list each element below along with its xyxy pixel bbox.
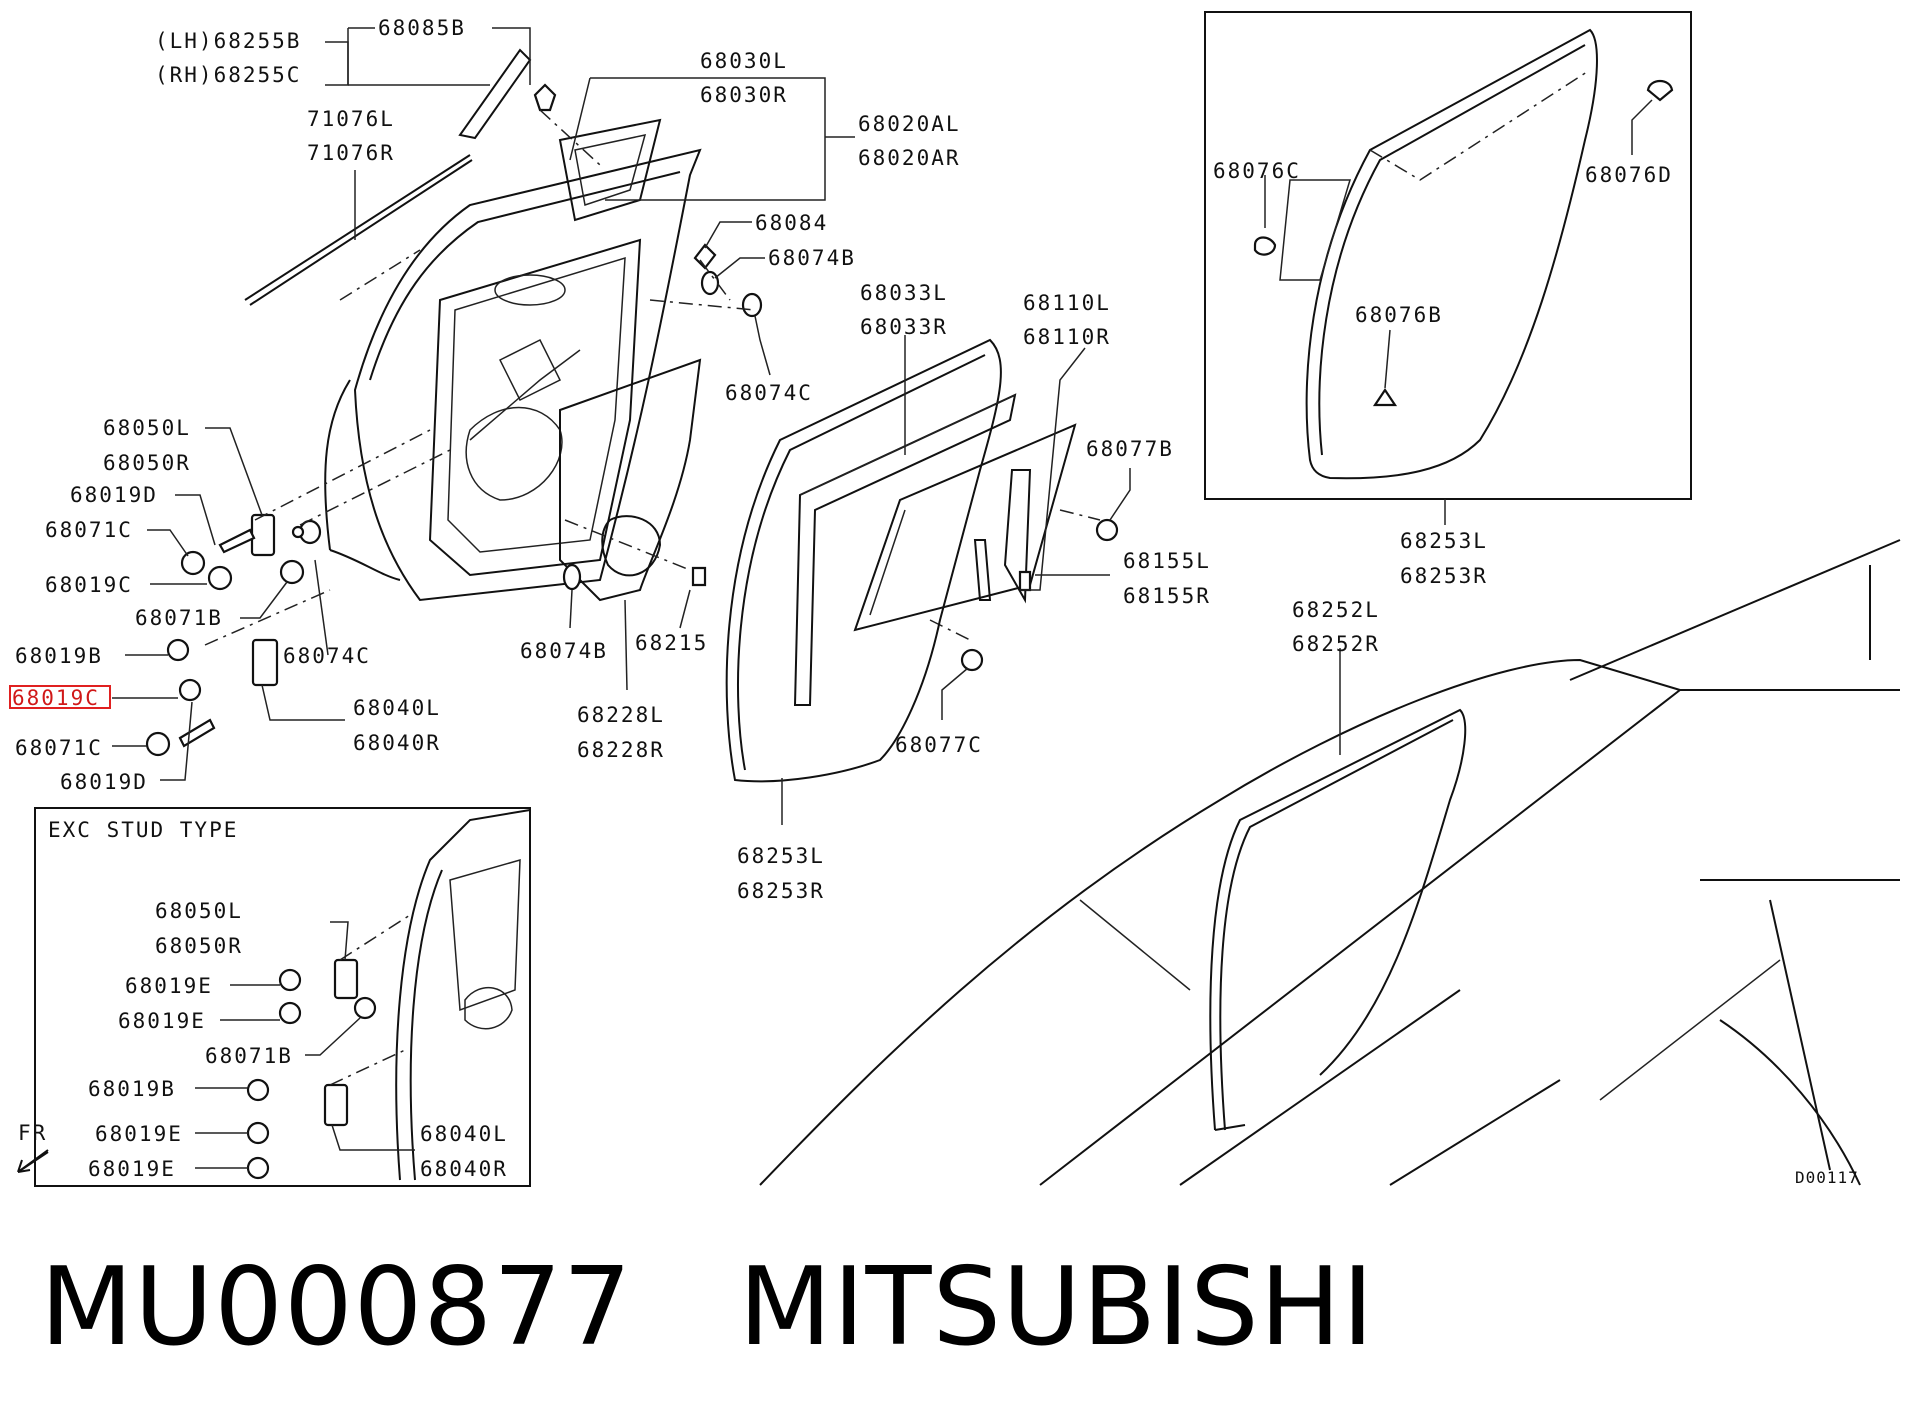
label-68071c-low: 68071C	[15, 736, 103, 760]
exc-stud-door-drawing	[246, 809, 531, 1181]
label-68071c: 68071C	[45, 518, 133, 542]
part-number: MU000877	[40, 1245, 633, 1370]
label-68020al: 68020AL	[858, 112, 961, 136]
front-direction-arrow-icon	[17, 1149, 49, 1173]
leader-lines	[112, 27, 1653, 1169]
label-68071b: 68071B	[135, 606, 223, 630]
label-68252r: 68252R	[1292, 632, 1380, 656]
label-68030r: 68030R	[700, 83, 788, 107]
label-68084: 68084	[755, 211, 828, 235]
label-68019d: 68019D	[70, 483, 158, 507]
label-68077b: 68077B	[1086, 437, 1174, 461]
label-exc-68050r: 68050R	[155, 934, 243, 958]
label-68019b: 68019B	[15, 644, 103, 668]
body-outline-drawing	[759, 539, 1901, 1186]
label-exc-68019e-4: 68019E	[88, 1157, 176, 1181]
label-68253r-mid: 68253R	[737, 879, 825, 903]
label-71076l: 71076L	[307, 107, 395, 131]
label-68050r: 68050R	[103, 451, 191, 475]
label-71076r: 71076R	[307, 141, 395, 165]
label-68076d: 68076D	[1585, 163, 1673, 187]
label-rh-68255c: (RH)68255C	[155, 63, 301, 87]
label-lh-68255b: (LH)68255B	[155, 29, 301, 53]
label-exc-68040r: 68040R	[420, 1157, 508, 1181]
footer-caption: MU000877 MITSUBISHI	[40, 1245, 1375, 1370]
inset-box-weatherstrip	[1204, 11, 1692, 500]
label-68077c: 68077C	[895, 733, 983, 757]
highlight-box-68019c	[9, 685, 111, 709]
label-exc-68050l: 68050L	[155, 899, 243, 923]
label-68019c: 68019C	[45, 573, 133, 597]
label-diagram-code: D00117	[1795, 1168, 1859, 1187]
label-68074b-top: 68074B	[768, 246, 856, 270]
label-68074c-mid: 68074C	[283, 644, 371, 668]
label-68085b: 68085B	[378, 16, 466, 40]
label-fr: FR	[18, 1121, 47, 1145]
label-68050l: 68050L	[103, 416, 191, 440]
label-68228l: 68228L	[577, 703, 665, 727]
label-68074c-top: 68074C	[725, 381, 813, 405]
label-68074b-mid: 68074B	[520, 639, 608, 663]
inset-box-exc-stud	[34, 807, 531, 1187]
label-68033l: 68033L	[860, 281, 948, 305]
label-68253r-top: 68253R	[1400, 564, 1488, 588]
label-exc-68019e-2: 68019E	[118, 1009, 206, 1033]
label-exc-68071b: 68071B	[205, 1044, 293, 1068]
part-labels: (LH)68255B (RH)68255C 68085B 71076L 7107…	[9, 16, 1859, 1187]
label-68076c: 68076C	[1213, 159, 1301, 183]
inset-weatherstrip-drawing	[1253, 28, 1674, 480]
label-68110l: 68110L	[1023, 291, 1111, 315]
hinge-and-bolts	[145, 243, 763, 757]
label-exc-stud-type: EXC STUD TYPE	[48, 818, 238, 842]
door-panel-drawing	[244, 48, 702, 602]
label-68033r: 68033R	[860, 315, 948, 339]
label-68253l-mid: 68253L	[737, 844, 825, 868]
label-68110r: 68110R	[1023, 325, 1111, 349]
label-exc-68019b: 68019B	[88, 1077, 176, 1101]
door-opening-seal-drawing	[1209, 708, 1467, 1131]
label-68253l-top: 68253L	[1400, 529, 1488, 553]
label-68040l: 68040L	[353, 696, 441, 720]
label-68076b: 68076B	[1355, 303, 1443, 327]
label-68020ar: 68020AR	[858, 146, 961, 170]
label-68155r: 68155R	[1123, 584, 1211, 608]
label-68019c-highlighted: 68019C	[12, 686, 100, 710]
label-exc-68040l: 68040L	[420, 1122, 508, 1146]
brand-name: MITSUBISHI	[738, 1245, 1375, 1370]
label-68030l: 68030L	[700, 49, 788, 73]
label-exc-68019e-3: 68019E	[95, 1122, 183, 1146]
label-68252l: 68252L	[1292, 598, 1380, 622]
label-68019d-low: 68019D	[60, 770, 148, 794]
label-exc-68019e-1: 68019E	[125, 974, 213, 998]
projection-lines	[204, 109, 1101, 646]
label-68155l: 68155L	[1123, 549, 1211, 573]
window-glass-drawing	[725, 338, 1119, 783]
label-68040r: 68040R	[353, 731, 441, 755]
label-68215: 68215	[635, 631, 708, 655]
label-68228r: 68228R	[577, 738, 665, 762]
